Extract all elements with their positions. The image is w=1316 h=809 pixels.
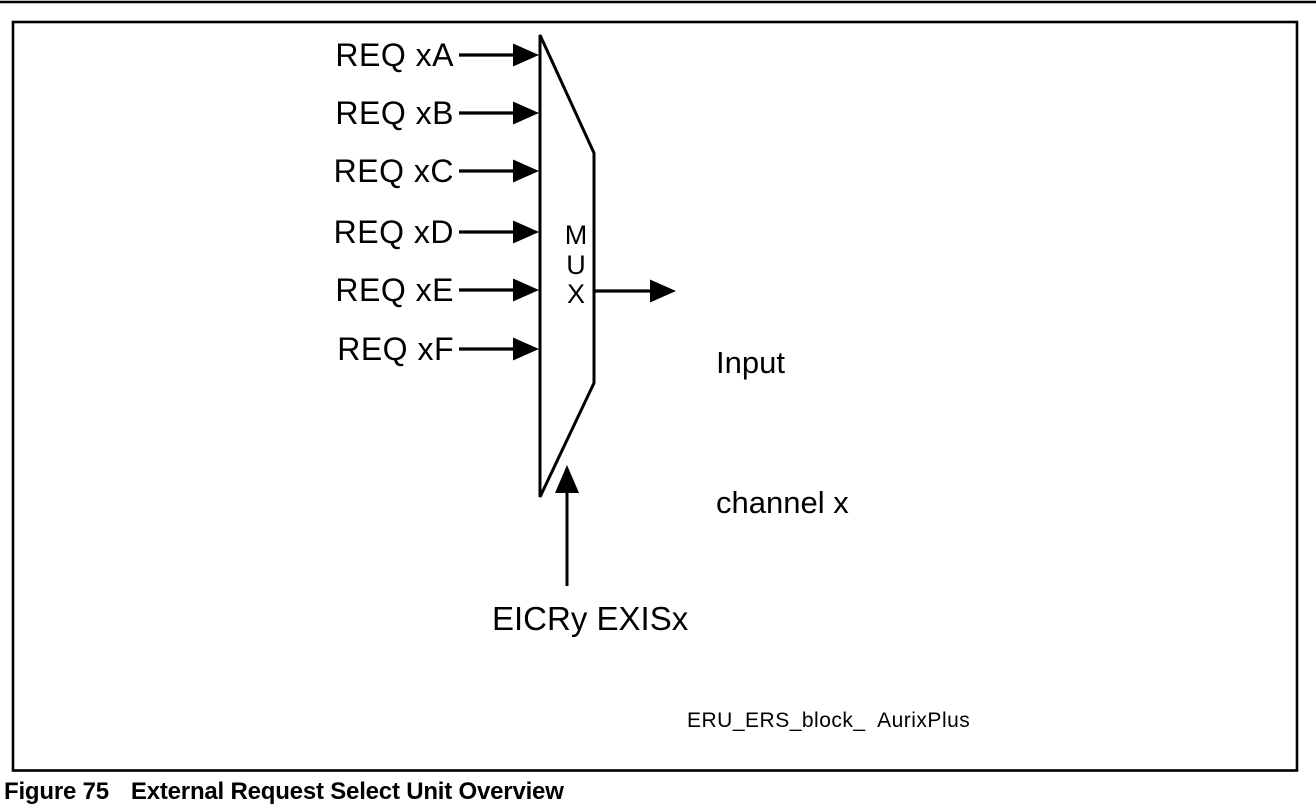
input-label-req-xa: REQ xA [335, 37, 454, 73]
select-signal-label: EICRy EXISx [492, 600, 689, 637]
input-label-req-xd: REQ xD [333, 214, 454, 250]
input-arrow-f [459, 337, 539, 361]
mux-trapezoid [538, 34, 596, 498]
figure-number: Figure 75 [4, 778, 109, 805]
drawing-name-label: ERU_ERS_block_ AurixPlus [687, 709, 971, 732]
mux-label: M U X [560, 220, 592, 310]
input-arrow-d [459, 220, 539, 244]
mux-letter-x: X [566, 279, 585, 310]
output-label-line2: channel x [716, 484, 849, 520]
figure-frame [11, 20, 1299, 772]
figure-caption: Figure 75 External Request Select Unit O… [4, 777, 564, 807]
input-label-req-xb: REQ xB [335, 95, 454, 131]
select-arrow-up-icon [555, 465, 579, 586]
input-arrow-e [459, 278, 539, 302]
figure-title: External Request Select Unit Overview [130, 778, 564, 805]
output-label: Input channel x [716, 247, 849, 619]
input-label-req-xe: REQ xE [335, 272, 454, 308]
output-arrow [594, 279, 676, 303]
input-label-req-xc: REQ xC [333, 153, 454, 189]
mux-letter-m: M [564, 220, 588, 250]
output-label-line1: Input [716, 345, 785, 380]
input-arrow-c [459, 159, 539, 183]
input-arrow-b [459, 101, 539, 125]
input-label-req-xf: REQ xF [337, 331, 454, 367]
mux-letter-u: U [566, 249, 586, 280]
input-arrow-a [459, 43, 539, 67]
